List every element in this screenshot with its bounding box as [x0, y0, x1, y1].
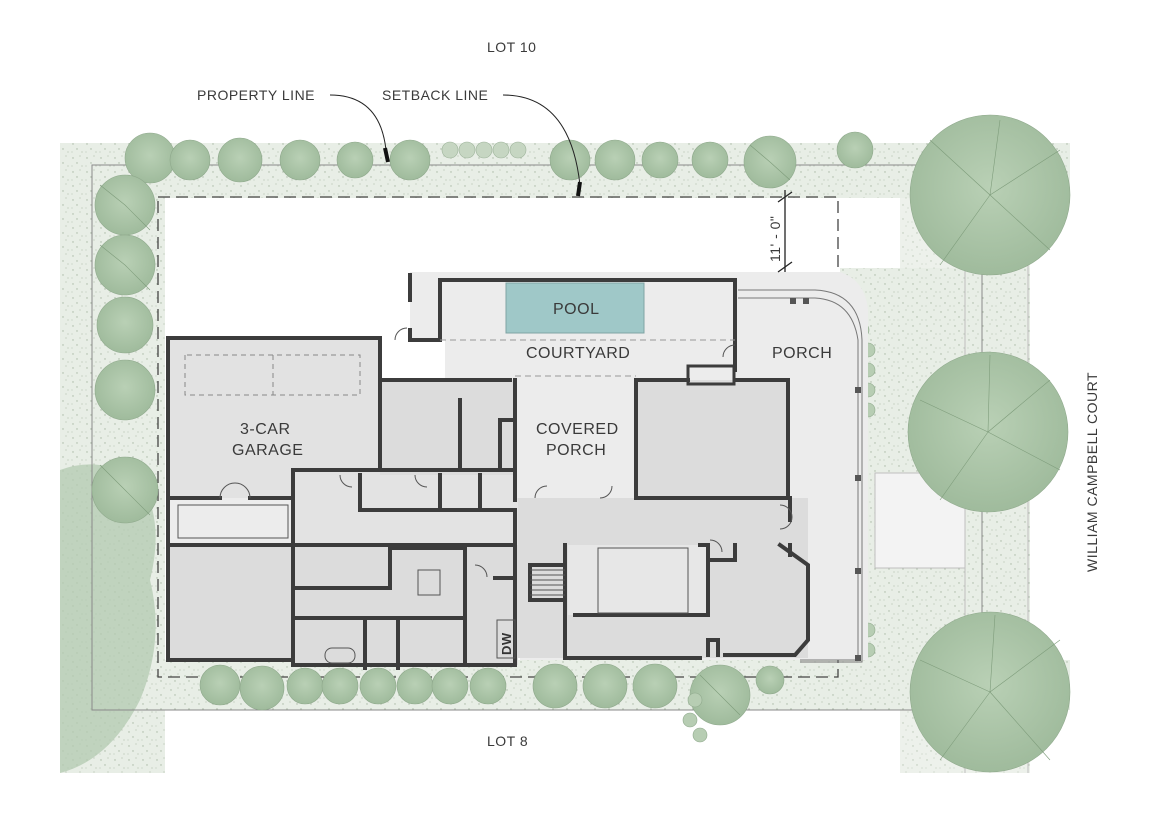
dishwasher-label: DW [499, 632, 514, 655]
partitions [177, 289, 863, 664]
pool [505, 282, 645, 334]
lot-8-label: LOT 8 [487, 733, 528, 749]
porch-posts [790, 298, 861, 661]
street-label: WILLIAM CAMPBELL COURT [1084, 372, 1100, 572]
courtyard-label: COURTYARD [526, 345, 630, 362]
callout-leaders [329, 94, 581, 186]
garage-label-line1: 3-CAR [240, 421, 291, 438]
garage-label-line2: GARAGE [232, 442, 303, 459]
setback-dimension [777, 190, 793, 273]
trees [91, 114, 1071, 773]
covered-porch-label-line2: PORCH [546, 442, 606, 459]
door-swings [219, 327, 793, 578]
setback-dimension-label: 11' - 0" [767, 216, 783, 262]
callout-markers [383, 147, 582, 197]
property-line-label: PROPERTY LINE [197, 87, 315, 103]
lot-10-label: LOT 10 [487, 39, 536, 55]
pool-label: POOL [553, 301, 599, 318]
setback-line-label: SETBACK LINE [382, 87, 488, 103]
porch-label: PORCH [772, 345, 832, 362]
covered-porch-label-line1: COVERED [536, 421, 619, 438]
